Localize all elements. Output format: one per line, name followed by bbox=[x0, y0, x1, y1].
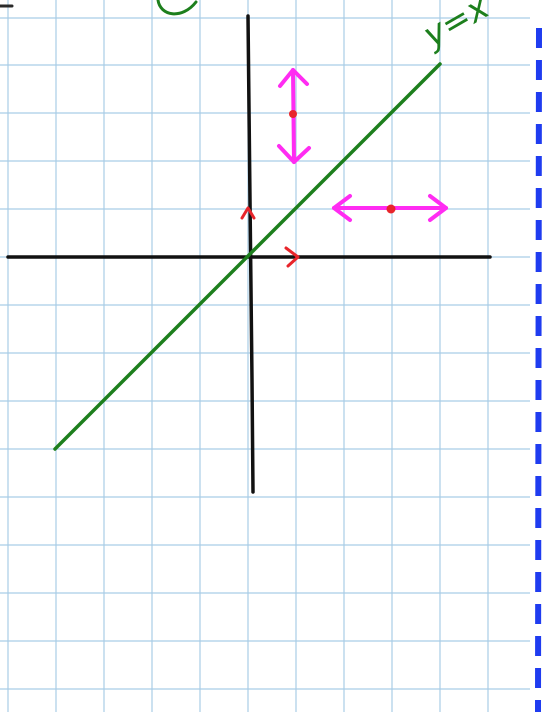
line-y-equals-x bbox=[53, 62, 442, 451]
grid-paper bbox=[0, 0, 530, 712]
line-label: y=x bbox=[416, 0, 497, 56]
page-divider bbox=[535, 27, 542, 712]
unit-tick-x-icon bbox=[284, 246, 300, 268]
y-axis bbox=[246, 14, 255, 494]
unit-ticks bbox=[240, 206, 300, 268]
dot-right bbox=[386, 204, 396, 214]
dot-upper bbox=[289, 110, 297, 118]
top-handwriting-fragment bbox=[0, 0, 198, 16]
unit-tick-y-icon bbox=[240, 206, 256, 220]
